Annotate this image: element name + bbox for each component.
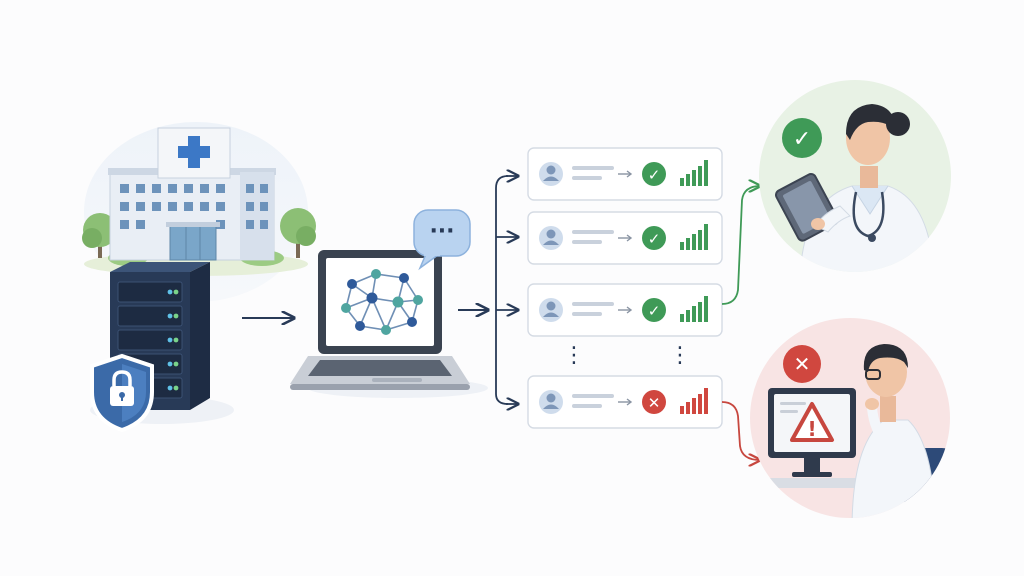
flagged-x-glyph: ✕ (794, 352, 811, 376)
warning-glyph: ! (807, 417, 816, 441)
check-icon (642, 298, 666, 322)
arrow-to-approved (721, 186, 760, 305)
error-icon (642, 390, 666, 414)
patient-avatar-icon (539, 162, 563, 186)
chat-dots: ··· (429, 219, 454, 244)
ellipsis-left: ⋮ (563, 343, 585, 368)
flagged-badge (783, 345, 821, 383)
patient-avatar-icon (539, 390, 563, 414)
status-glyph: ✕ (648, 394, 661, 412)
hospital-building-icon (82, 122, 316, 302)
record-lines (572, 230, 614, 244)
arrow-to-flagged (721, 401, 760, 460)
approved-badge (782, 118, 822, 158)
record-lines (572, 166, 614, 180)
status-glyph: ✓ (648, 230, 661, 248)
signal-bars-icon (680, 224, 708, 250)
result-card: ✕ (527, 375, 723, 429)
neural-network-icon (341, 269, 423, 335)
branch-connector (495, 176, 518, 404)
patient-avatar-icon (539, 298, 563, 322)
result-card: ✓ (527, 211, 723, 265)
approved-check-glyph: ✓ (793, 127, 811, 152)
chat-bubble-icon: ··· (413, 209, 471, 271)
shield-lock-icon (90, 353, 154, 433)
check-icon (642, 226, 666, 250)
ellipsis-right: ⋮ (669, 343, 691, 368)
patient-avatar-icon (539, 226, 563, 250)
doctor-at-monitor-icon: ! ✕ (750, 318, 950, 518)
status-glyph: ✓ (648, 166, 661, 184)
signal-bars-icon (680, 160, 708, 186)
result-card: ✓ (527, 147, 723, 201)
record-lines (572, 302, 614, 316)
check-icon (642, 162, 666, 186)
record-lines (572, 394, 614, 408)
status-glyph: ✓ (648, 302, 661, 320)
doctor-with-tablet-icon: ✓ (759, 80, 951, 272)
result-cards: ✓ ✓ ✓ ✕ (527, 147, 723, 429)
signal-bars-icon (680, 296, 708, 322)
result-card: ✓ (527, 283, 723, 337)
signal-bars-icon (680, 388, 708, 414)
